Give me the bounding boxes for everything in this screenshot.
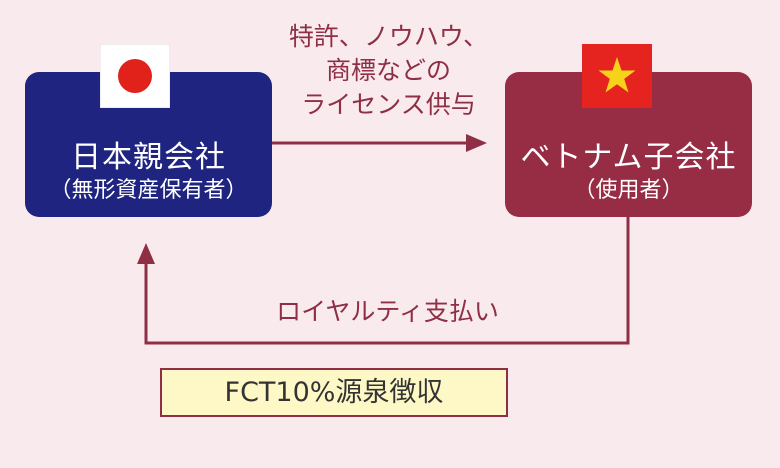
vietnam-subsidiary-box: ベトナム子会社 （使用者） bbox=[505, 72, 752, 217]
vietnam-subsidiary-title: ベトナム子会社 bbox=[520, 140, 737, 175]
japan-flag-disc bbox=[118, 59, 152, 93]
license-arrow-head bbox=[466, 134, 487, 152]
royalty-arrow-line bbox=[144, 217, 630, 345]
royalty-payment-label: ロイヤルティ支払い bbox=[276, 297, 499, 326]
japan-parent-title: 日本親会社 bbox=[71, 140, 226, 175]
license-label: 特許、ノウハウ、 商標などの ライセンス供与 bbox=[272, 20, 505, 122]
license-label-line-2: 商標などの bbox=[325, 56, 451, 85]
royalty-arrow-head bbox=[137, 243, 155, 264]
vietnam-flag-star bbox=[598, 57, 636, 93]
fct-withholding-box: FCT10%源泉徴収 bbox=[160, 368, 508, 417]
vietnam-flag-icon bbox=[582, 44, 652, 108]
vietnam-subsidiary-subtitle: （使用者） bbox=[573, 178, 684, 203]
japan-parent-subtitle: （無形資産保有者） bbox=[49, 178, 248, 203]
japan-flag-icon bbox=[100, 44, 170, 108]
license-label-line-3: ライセンス供与 bbox=[301, 90, 476, 119]
license-label-line-1: 特許、ノウハウ、 bbox=[288, 22, 489, 51]
